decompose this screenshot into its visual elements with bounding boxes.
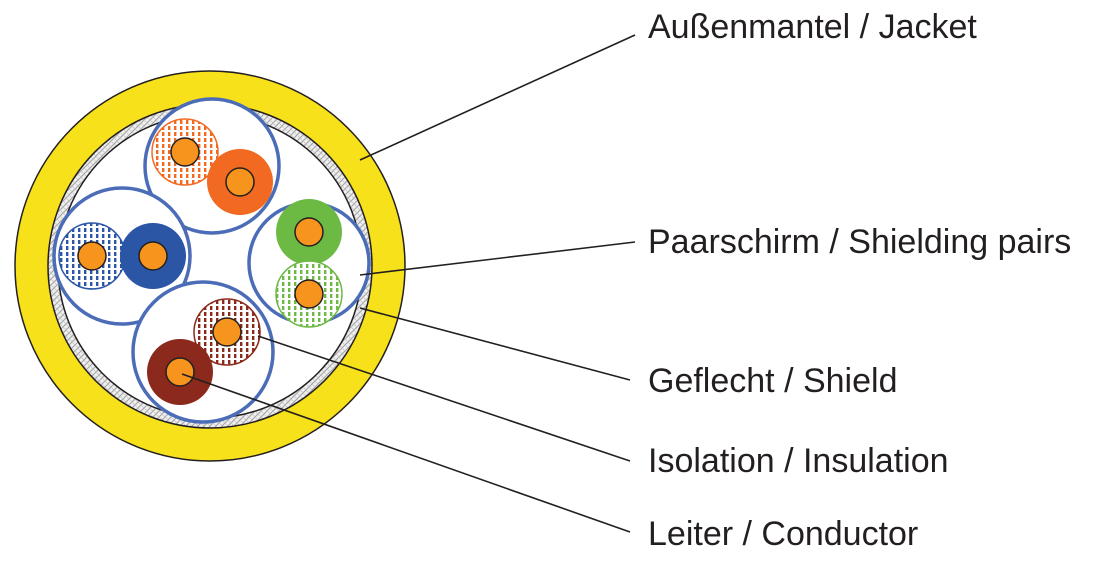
brown-pair (131, 280, 275, 424)
label-conductor: Leiter / Conductor (648, 515, 918, 553)
conductor (77, 241, 107, 271)
leader-jacket (359, 34, 636, 161)
orange-pair (143, 97, 281, 235)
label-shield: Geflecht / Shield (648, 362, 897, 400)
leader-shield (359, 307, 631, 381)
conductor (294, 279, 324, 309)
conductor (170, 137, 200, 167)
blue-pair (52, 186, 192, 326)
conductor (165, 357, 195, 387)
label-jacket: Außenmantel / Jacket (648, 8, 977, 46)
leader-conductor (181, 373, 631, 533)
conductor (225, 167, 255, 197)
leader-shielding-pairs (359, 241, 636, 276)
conductor (138, 241, 168, 271)
label-shielding-pairs: Paarschirm / Shielding pairs (648, 223, 1071, 261)
label-insulation: Isolation / Insulation (648, 442, 949, 480)
conductor (294, 217, 324, 247)
conductor (212, 317, 242, 347)
green-pair (247, 199, 371, 328)
leader-insulation (257, 335, 631, 462)
